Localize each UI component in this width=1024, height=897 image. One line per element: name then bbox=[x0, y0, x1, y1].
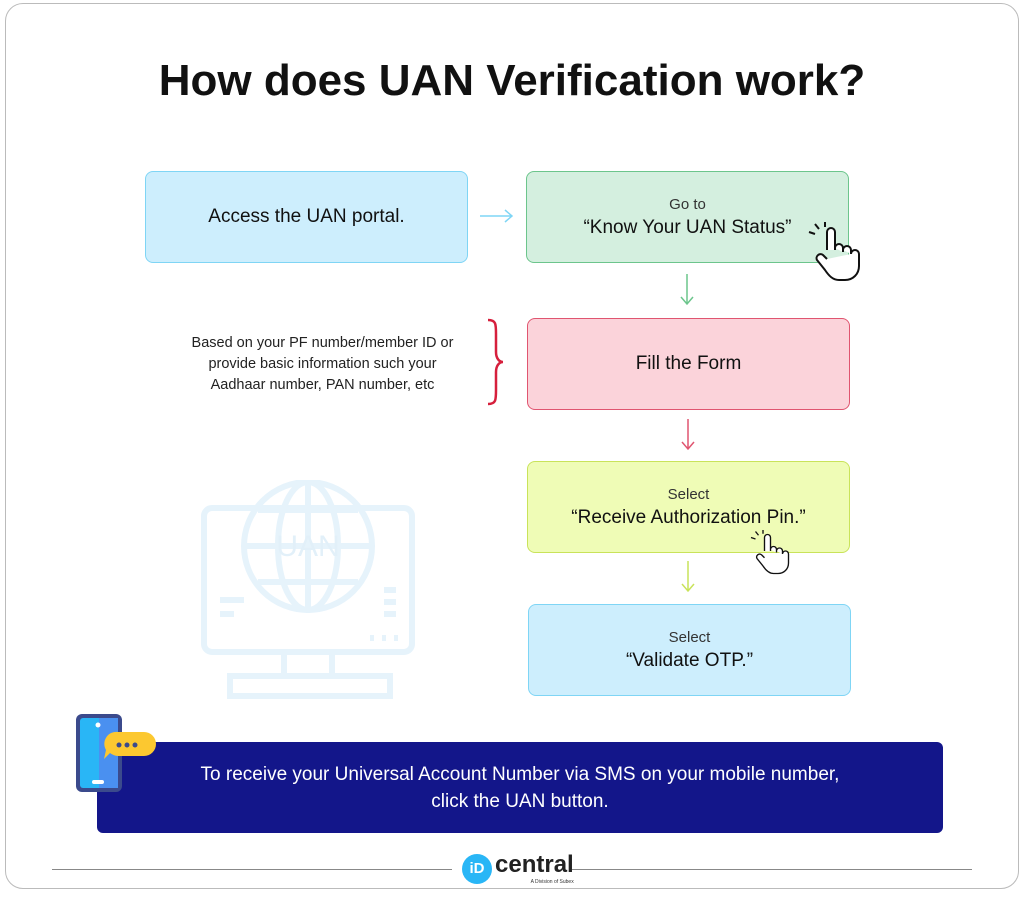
hand-pointer-icon bbox=[750, 530, 790, 575]
step-prefix: Go to bbox=[669, 195, 706, 213]
form-note: Based on your PF number/member ID or pro… bbox=[191, 335, 454, 393]
footer-divider bbox=[572, 869, 972, 870]
banner-line2: click the UAN button. bbox=[431, 790, 609, 812]
arrow-down-icon bbox=[680, 274, 694, 306]
phone-chat-icon bbox=[76, 714, 156, 792]
step-access-portal: Access the UAN portal. bbox=[145, 171, 468, 263]
step-label: Fill the Form bbox=[635, 353, 742, 374]
idcentral-logo: iD central A Division of Subex bbox=[462, 852, 574, 886]
logo-sub: A Division of Subex bbox=[530, 879, 574, 885]
page-title: How does UAN Verification work? bbox=[158, 56, 866, 105]
curly-brace-icon bbox=[487, 318, 504, 406]
step-know-uan-status: Go to “Know Your UAN Status” bbox=[526, 171, 849, 263]
footer-divider bbox=[52, 869, 452, 870]
arrow-down-icon bbox=[681, 561, 695, 593]
banner-line1: To receive your Universal Account Number… bbox=[200, 763, 840, 785]
step-prefix: Select bbox=[667, 485, 710, 503]
step-receive-pin: Select “Receive Authorization Pin.” bbox=[527, 461, 850, 553]
step-validate-otp: Select “Validate OTP.” bbox=[528, 604, 851, 696]
arrow-right-icon bbox=[480, 209, 514, 223]
sms-banner: To receive your Universal Account Number… bbox=[97, 742, 943, 833]
logo-brand: central bbox=[495, 851, 574, 878]
step-label: “Know Your UAN Status” bbox=[583, 216, 792, 238]
step-fill-form: Fill the Form bbox=[527, 318, 850, 410]
illustration-text: UAN bbox=[276, 530, 339, 563]
hand-pointer-icon bbox=[808, 222, 860, 281]
step-prefix: Select bbox=[668, 628, 711, 646]
frame bbox=[5, 3, 1019, 889]
computer-globe-illustration: UAN bbox=[201, 480, 415, 699]
step-label: “Validate OTP.” bbox=[625, 649, 754, 671]
step-label: Access the UAN portal. bbox=[208, 206, 405, 227]
logo-mark-icon: iD bbox=[462, 854, 492, 884]
arrow-down-icon bbox=[681, 419, 695, 451]
step-label: “Receive Authorization Pin.” bbox=[571, 506, 806, 528]
